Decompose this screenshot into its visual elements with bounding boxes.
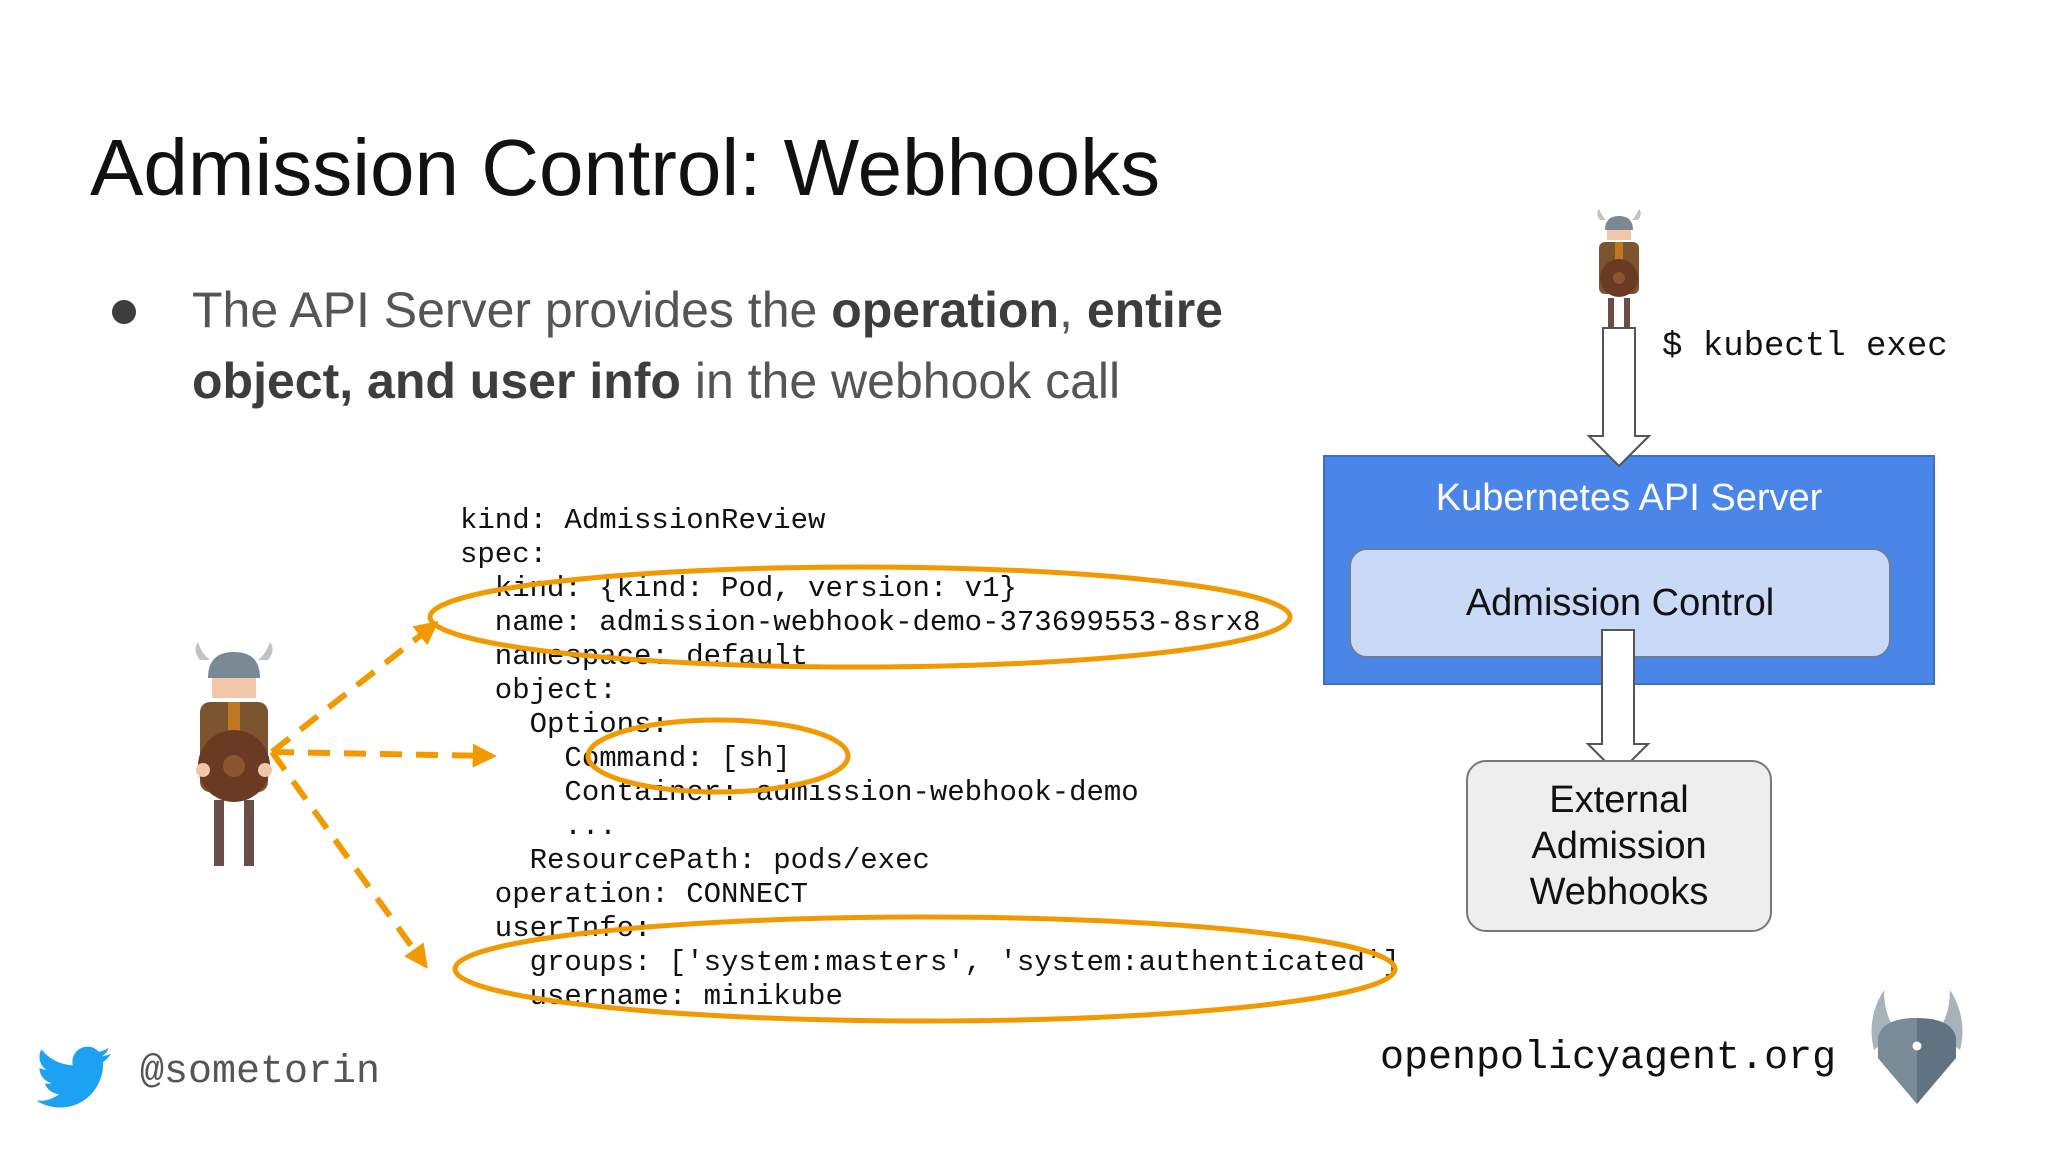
- code-line: ResourcePath: pods/exec: [460, 844, 930, 877]
- admission-control-label: Admission Control: [1465, 581, 1775, 624]
- request-flow-arrow-overlay: [1586, 327, 1652, 468]
- external-webhooks-line: External: [1549, 779, 1689, 821]
- bullet-text-part: in the webhook call: [680, 353, 1121, 409]
- api-server-label: Kubernetes API Server: [1435, 477, 1823, 519]
- external-webhooks-line: Admission: [1531, 825, 1707, 867]
- code-line: spec:: [460, 538, 548, 571]
- kubectl-command: $ kubectl exec: [1662, 328, 1948, 366]
- webhook-flow-arrow-overlay: [1585, 629, 1651, 776]
- dashed-arrow-to-command: [271, 743, 497, 768]
- slide-title: Admission Control: Webhooks: [90, 123, 1161, 212]
- opa-logo-icon: [1871, 990, 1963, 1104]
- twitter-handle: @sometorin: [140, 1050, 381, 1095]
- dashed-arrow-to-name: [270, 621, 439, 755]
- highlight-ellipse-command: [585, 717, 851, 795]
- code-line: operation: CONNECT: [460, 878, 809, 911]
- bullet-text: The API Server provides the operation, e…: [192, 275, 1282, 417]
- highlight-ellipse-name: [427, 564, 1293, 670]
- external-webhooks-line: Webhooks: [1529, 871, 1709, 913]
- code-line: groups: ['system:masters', 'system:authe…: [460, 946, 1400, 979]
- code-line: ...: [460, 810, 617, 843]
- twitter-bird-icon: [36, 1046, 111, 1108]
- external-admission-webhooks-box: External Admission Webhooks: [1466, 760, 1772, 932]
- bullet-text-part: ,: [1059, 282, 1087, 338]
- dashed-arrow-to-userinfo: [269, 750, 428, 969]
- bullet-emphasis-object-user-info: entire object, and user info: [192, 282, 1223, 409]
- bullet-text-part: The API Server provides the: [192, 282, 832, 338]
- viking-user-small-icon: [1597, 209, 1641, 334]
- bullet-emphasis-operation: operation: [831, 282, 1060, 338]
- code-line: kind: AdmissionReview: [460, 504, 826, 537]
- code-line: object:: [460, 674, 617, 707]
- highlight-ellipse-userinfo: [452, 914, 1398, 1024]
- website-url: openpolicyagent.org: [1380, 1036, 1837, 1081]
- code-line: name: admission-webhook-demo-373699553-8…: [460, 606, 1261, 639]
- viking-user-icon: [195, 642, 273, 866]
- code-line: username: minikube: [460, 980, 843, 1013]
- bullet-point-marker: [112, 300, 136, 324]
